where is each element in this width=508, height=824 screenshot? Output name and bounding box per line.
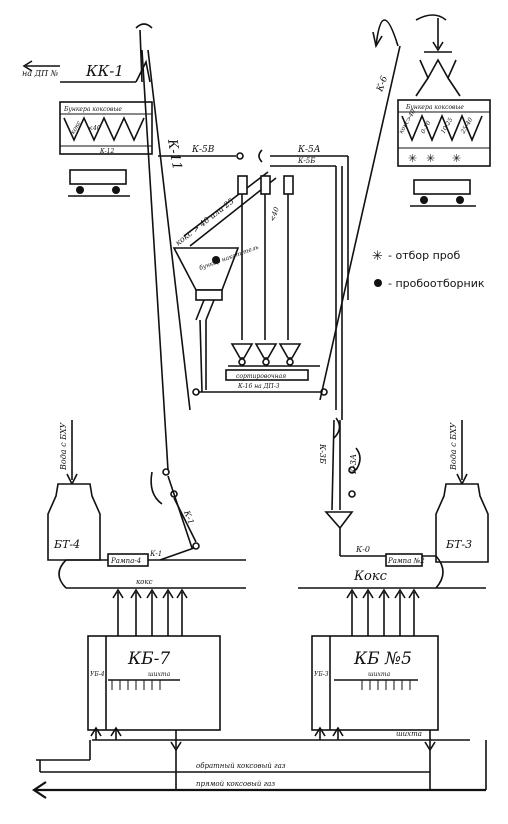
k12-label: К-12 [99, 148, 114, 155]
shikhta-right-label: шихта [368, 671, 391, 678]
k3a-label: К-3А [349, 454, 358, 475]
k3b-label: К-3Б [318, 443, 327, 464]
water-right-label: Вода с БХУ [449, 421, 458, 471]
rampa4-label: Рампа-4 [110, 557, 141, 565]
right-bin-group: К-6 Бункера коксовые кокс>40 0-10 10-25 … [319, 14, 491, 401]
koks-small-label: кокс [136, 578, 153, 586]
right-ramp: Рампа №2 К-0 Кокс [298, 545, 486, 589]
right-quench-tower: Вода с БХУ БТ-3 [435, 420, 489, 563]
kb5-label: КБ №5 [353, 649, 412, 669]
k5a-label: К-5А [297, 145, 321, 155]
gas-pipelines: шихта обратный коксовый газ прямой коксо… [32, 726, 487, 799]
left-bin-lt40: <40 [88, 125, 101, 132]
ub3-label: УБ-3 [314, 671, 329, 678]
legend-sampler: - пробоотборник [388, 277, 485, 290]
raw-gas-label: прямой коксовый газ [196, 780, 275, 788]
k3-conveyors: К-3Б К-3А [318, 417, 361, 556]
sample-mark-1: ✳ [408, 152, 417, 165]
to-dp-label: на ДП № [22, 69, 58, 78]
right-coke-arrows [346, 588, 420, 636]
koks-big-label: Кокс [353, 569, 388, 584]
k0-label: К-0 [355, 545, 370, 554]
left-coke-arrows [112, 588, 188, 636]
left-ramp: Рампа-4 кокс [58, 553, 246, 589]
sampler-dot [212, 256, 220, 264]
ub4-label: УБ-4 [90, 671, 105, 678]
legend: ✳ - отбор проб - пробоотборник [372, 249, 485, 290]
koks-lt40-label: <40 [268, 206, 281, 223]
sorting-plant: сортировочная К-16 на ДП-3 [192, 343, 328, 396]
filled-circle-icon [374, 279, 382, 287]
k11-conveyor: К-11 [141, 49, 191, 471]
bt3-label: БТ-3 [445, 538, 472, 551]
left-bin-group: на ДП № КК-1 Бункера коксовые кокс <40 К… [22, 23, 153, 197]
legend-sample-take: - отбор проб [388, 249, 461, 262]
battery-kb5: КБ №5 УБ-3 шихта [311, 635, 439, 731]
kk1-label: КК-1 [85, 62, 124, 80]
k5b-label: К-5Б [297, 157, 315, 165]
rampa2-label: Рампа №2 [387, 557, 425, 565]
sort-plant-label: сортировочная [236, 373, 286, 380]
bt4-label: БТ-4 [53, 538, 80, 551]
shikhta-pipe-label: шихта [396, 730, 422, 738]
return-gas-label: обратный коксовый газ [196, 762, 286, 770]
left-quench-tower: Вода с БХУ БТ-4 [47, 420, 101, 561]
k11-label: К-11 [164, 137, 184, 171]
k1-conveyor: К-1 К-1 [149, 468, 200, 561]
k16-label: К-16 на ДП-3 [237, 383, 280, 390]
battery-kb7: КБ-7 УБ-4 шихта [87, 635, 221, 731]
koks-gt40-label: кокс > 40 или 25 [174, 196, 236, 247]
k6-label: К-6 [375, 75, 390, 94]
asterisk-icon: ✳ [372, 249, 383, 264]
kb7-label: КБ-7 [127, 649, 170, 669]
k5-conveyors: К-5В К-5А К-5Б [158, 145, 349, 420]
k5v-label: К-5В [191, 145, 215, 155]
sample-mark-3: ✳ [452, 152, 461, 165]
left-bin-title: Бункера коксовые [63, 106, 122, 113]
water-left-label: Вода с БХУ [59, 421, 68, 471]
shikhta-left-label: шихта [148, 671, 171, 678]
sample-mark-2: ✳ [426, 152, 435, 165]
right-bin-title: Бункера коксовые [405, 104, 464, 111]
k1-label: К-1 [149, 550, 162, 558]
